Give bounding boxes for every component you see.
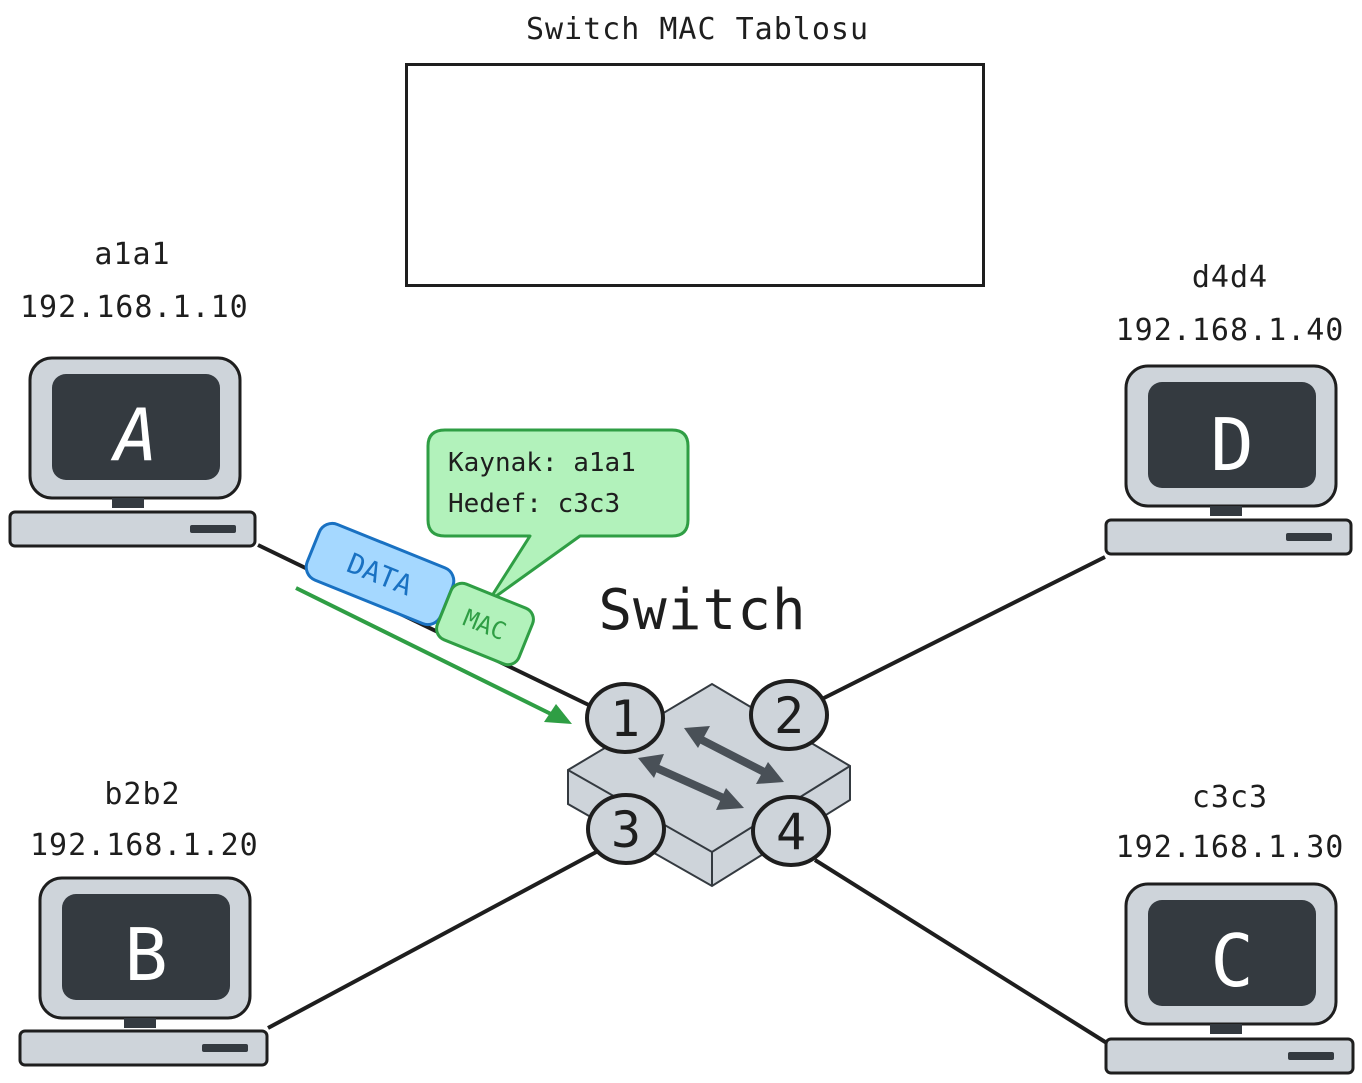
host-c-mac: c3c3	[1191, 780, 1269, 815]
switch-arrowhead-1a	[684, 726, 710, 748]
port-1-label: 1	[610, 690, 640, 748]
computer-a[interactable]: A	[8, 356, 257, 548]
port-2[interactable]: 2	[749, 679, 829, 751]
host-d-ip: 192.168.1.40	[1115, 313, 1345, 348]
port-4-label: 4	[776, 803, 806, 861]
callout-destination: Hedef: c3c3	[448, 489, 620, 519]
computer-b[interactable]: B	[18, 876, 269, 1067]
switch-ports: 1 2 3 4	[585, 679, 831, 867]
computer-c-letter: C	[1210, 919, 1253, 1003]
mac-callout: Kaynak: a1a1 Hedef: c3c3	[426, 428, 690, 604]
cable-d-port2	[819, 555, 1106, 702]
mac-table	[405, 63, 985, 287]
host-a-ip: 192.168.1.10	[20, 290, 249, 325]
switch-arrowhead-2b	[716, 788, 744, 810]
cable-c-port4	[813, 858, 1112, 1047]
mac-table-title: Switch MAC Tablosu	[525, 12, 870, 47]
port-4[interactable]: 4	[751, 795, 831, 867]
port-1[interactable]: 1	[585, 682, 665, 754]
switch-arrow-2	[650, 762, 730, 804]
host-d-mac: d4d4	[1191, 260, 1269, 295]
host-a-mac: a1a1	[94, 237, 171, 272]
mac-block: MAC	[435, 581, 535, 667]
computer-c[interactable]: C	[1104, 882, 1355, 1075]
host-b-mac: b2b2	[104, 777, 181, 812]
host-c-ip: 192.168.1.30	[1115, 830, 1345, 865]
computer-b-letter: B	[124, 913, 167, 997]
port-3-label: 3	[611, 801, 641, 859]
port-3[interactable]: 3	[586, 793, 666, 865]
switch-arrowhead-1b	[756, 762, 784, 784]
switch-arrow-1	[696, 734, 770, 778]
port-2-label: 2	[774, 687, 804, 745]
frame-direction-arrow	[295, 586, 572, 724]
data-block: DATA	[304, 521, 456, 627]
callout-source: Kaynak: a1a1	[448, 448, 636, 478]
switch-label: Switch	[598, 578, 807, 643]
cable-b-port3	[267, 848, 601, 1030]
computer-d-letter: D	[1210, 403, 1253, 487]
computer-a-letter: A	[110, 393, 157, 477]
computer-d[interactable]: D	[1104, 364, 1353, 556]
switch-arrowhead-2a	[638, 754, 664, 778]
host-b-ip: 192.168.1.20	[30, 828, 259, 863]
